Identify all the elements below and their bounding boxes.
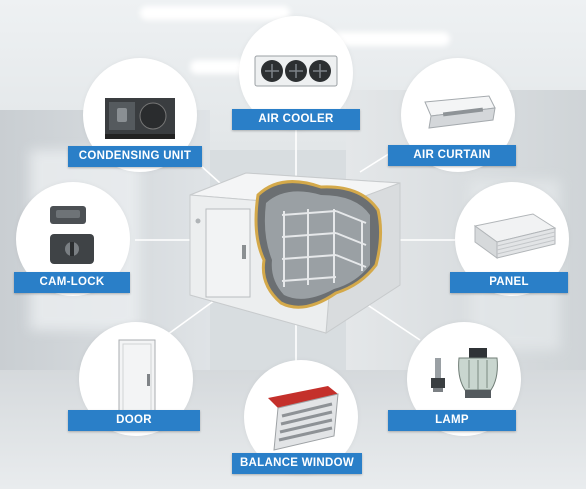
connector-lamp xyxy=(359,299,421,341)
condensing-unit-icon xyxy=(105,98,175,139)
cam-lock-label: CAM-LOCK xyxy=(14,272,130,293)
storage-shelves xyxy=(281,209,367,287)
panel-icon xyxy=(473,213,557,259)
balance-window-label: BALANCE WINDOW xyxy=(232,453,362,474)
room-interior xyxy=(264,191,370,299)
condensing-unit-label: CONDENSING UNIT xyxy=(68,146,202,167)
balance-window-circle xyxy=(248,364,354,470)
air-curtain-label: AIR CURTAIN xyxy=(388,145,516,166)
air-curtain-icon xyxy=(424,95,496,129)
room-switch xyxy=(195,218,201,224)
panel-label: PANEL xyxy=(450,272,568,293)
connector-door xyxy=(159,299,216,341)
cam-lock-icon xyxy=(50,206,94,264)
door-handle xyxy=(242,245,246,259)
door-label: DOOR xyxy=(68,410,200,431)
lamp-label: LAMP xyxy=(388,410,516,431)
door-icon xyxy=(118,339,156,419)
ceiling-light xyxy=(140,6,290,20)
lamp-icon xyxy=(431,348,498,398)
ceiling-light xyxy=(330,32,450,46)
air-cooler-circle xyxy=(243,20,349,126)
cold-room-cutaway xyxy=(189,172,401,334)
air-cooler-label: AIR COOLER xyxy=(232,109,360,130)
air-cooler-icon xyxy=(254,55,338,87)
balance-window-icon xyxy=(268,386,339,451)
